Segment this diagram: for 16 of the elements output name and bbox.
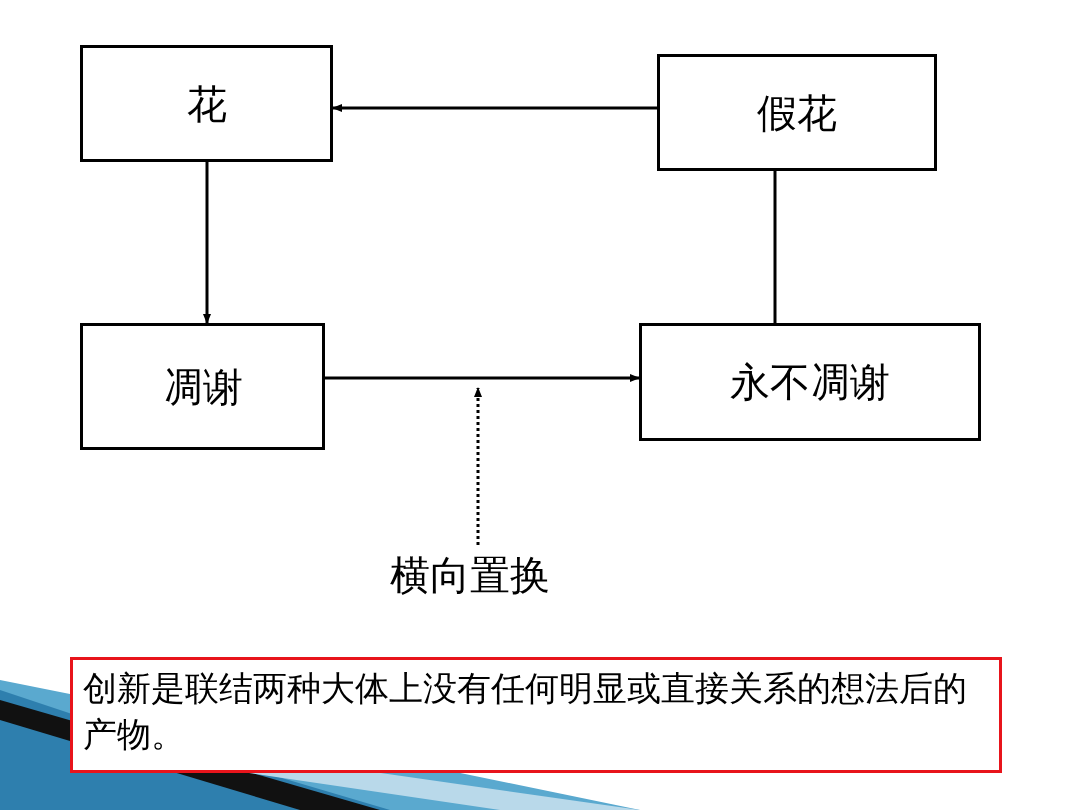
arrow (203, 162, 211, 324)
note-text: 创新是联结两种大体上没有任何明显或直接关系的想法后的产物。 (83, 667, 968, 756)
note-box (70, 657, 1002, 773)
node-label: 永不凋谢 (730, 358, 890, 406)
node-label: 凋谢 (162, 362, 243, 411)
dotted-arrow (474, 387, 482, 545)
process-box (80, 45, 333, 162)
arrow (325, 374, 640, 382)
process-box (657, 54, 937, 171)
node-label: 花 (186, 79, 227, 128)
process-box (639, 323, 981, 441)
annotation-text: 横向置换 (390, 551, 550, 599)
node-label: 假花 (757, 88, 837, 137)
process-box (80, 323, 325, 450)
connector-line (773, 171, 777, 323)
arrow (332, 104, 657, 112)
